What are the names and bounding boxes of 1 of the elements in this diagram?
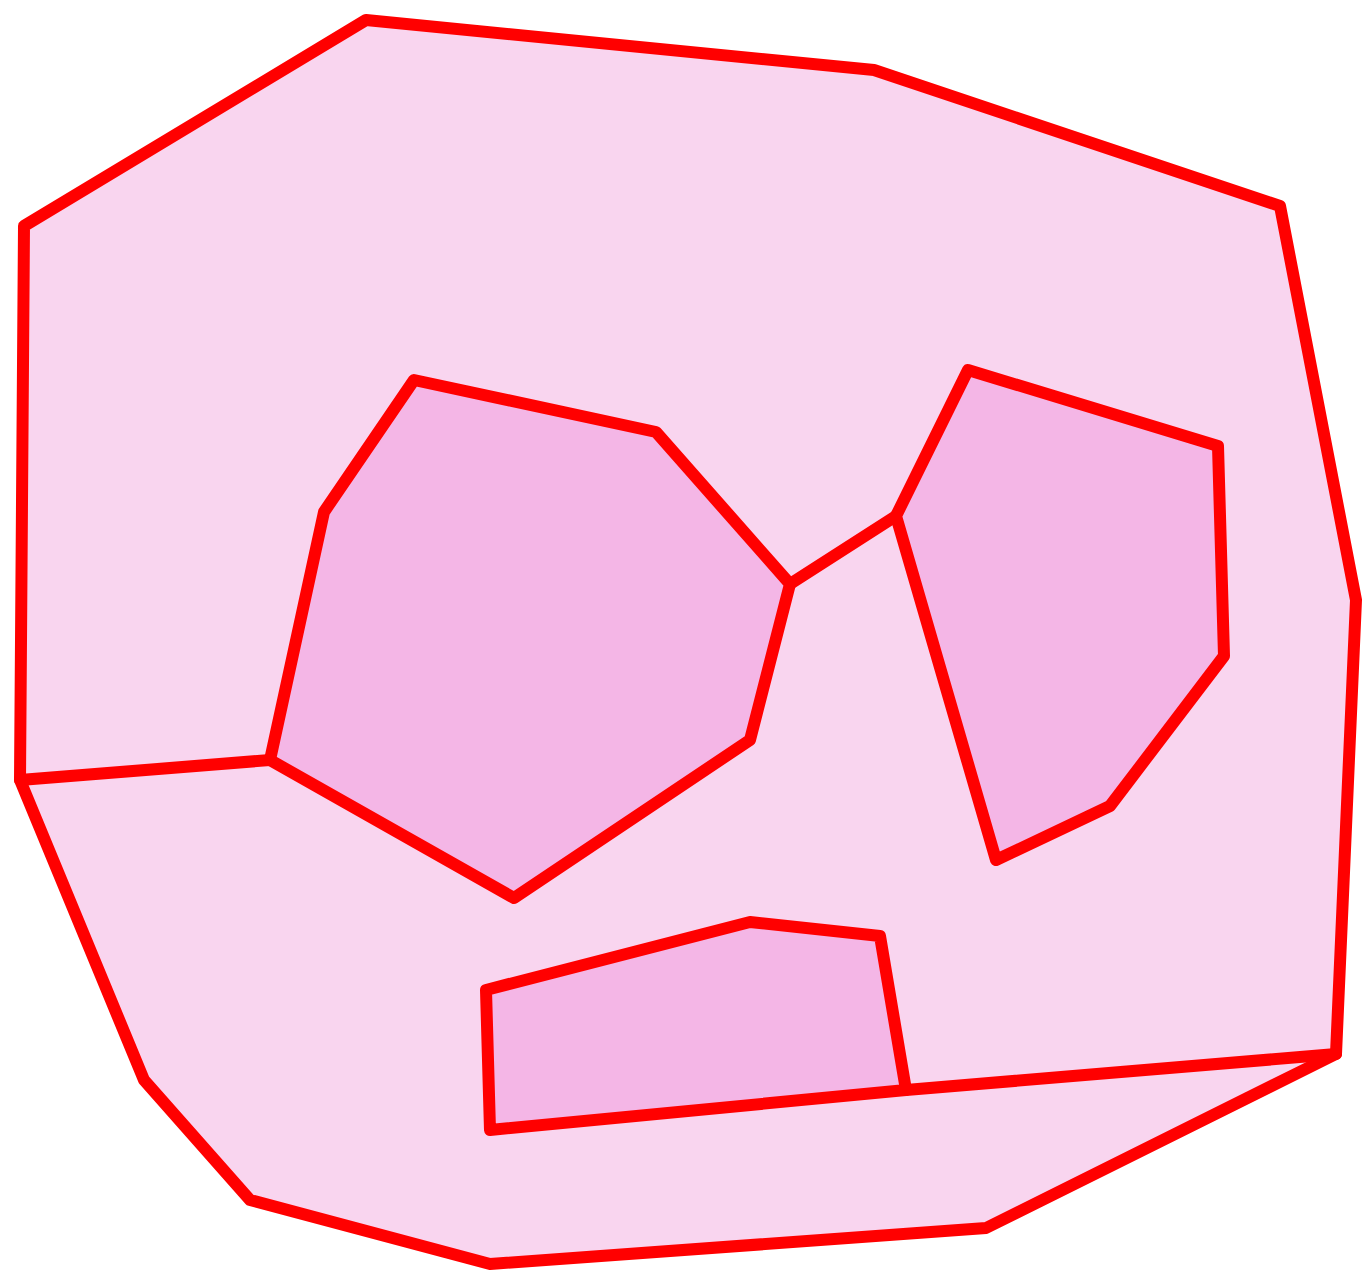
connector-line bbox=[14, 754, 276, 786]
